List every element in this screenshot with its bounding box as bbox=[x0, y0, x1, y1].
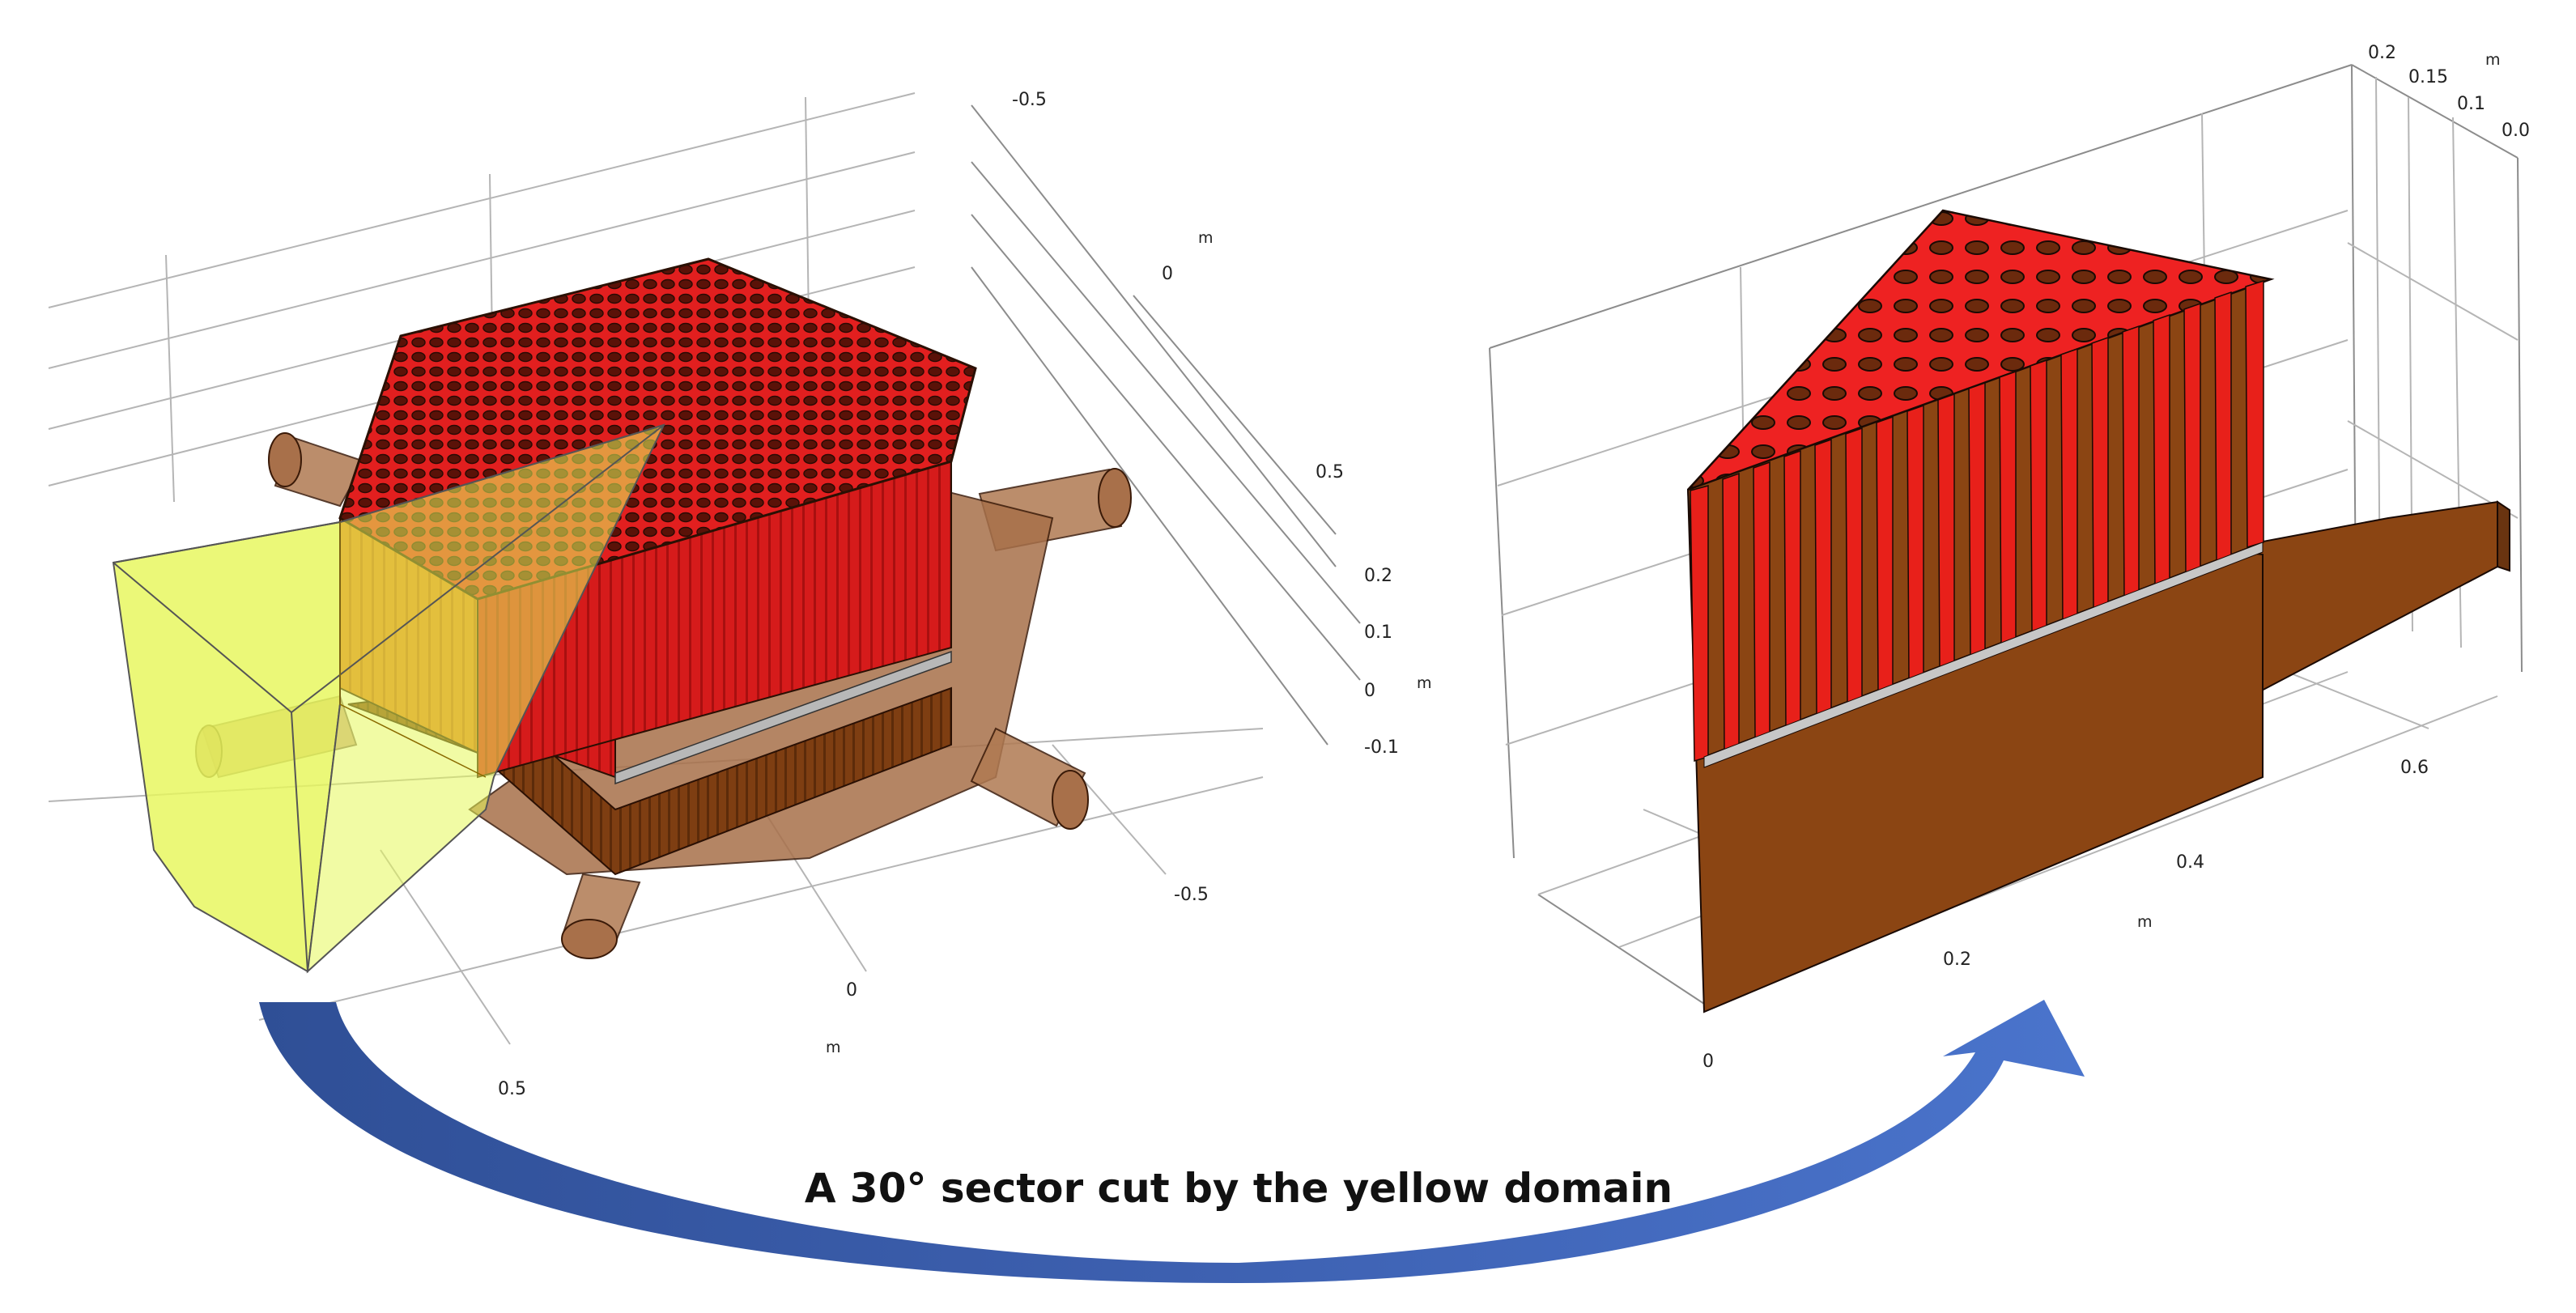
axis-unit: m bbox=[1198, 229, 1214, 247]
figure-caption: A 30° sector cut by the yellow domain bbox=[805, 1165, 1673, 1212]
tick-label: 0 bbox=[1364, 681, 1375, 701]
sector-body bbox=[1686, 209, 2275, 1013]
sector-arm bbox=[2258, 500, 2510, 694]
tick-label: 0.15 bbox=[2408, 67, 2448, 87]
yellow-domain bbox=[112, 423, 665, 974]
tick-label: -0.5 bbox=[1012, 90, 1047, 110]
right-panel: 0.2 0.15 0.1 0.0 m 0 0.2 0.4 0.6 m bbox=[1489, 43, 2530, 1072]
left-axis-labels: -0.5 0 0.5 m 0.2 0.1 0 -0.1 m 0.5 0 -0.5… bbox=[498, 90, 1432, 1099]
right-axis-labels: 0.2 0.15 0.1 0.0 m 0 0.2 0.4 0.6 m bbox=[1702, 43, 2530, 1072]
axis-unit: m bbox=[2137, 913, 2153, 931]
left-panel: -0.5 0 0.5 m 0.2 0.1 0 -0.1 m 0.5 0 -0.5… bbox=[48, 90, 1432, 1099]
tick-label: 0.0 bbox=[2502, 121, 2530, 141]
tick-label: 0.1 bbox=[2457, 94, 2485, 114]
tick-label: 0.2 bbox=[1943, 950, 1971, 970]
tick-label: 0.2 bbox=[1364, 566, 1392, 586]
tick-label: 0 bbox=[1702, 1052, 1714, 1072]
axis-unit: m bbox=[826, 1039, 841, 1056]
axis-unit: m bbox=[1417, 674, 1432, 692]
tick-label: 0.4 bbox=[2176, 852, 2204, 873]
tick-label: 0 bbox=[846, 980, 857, 1001]
tick-label: -0.1 bbox=[1364, 737, 1399, 758]
curved-arrow bbox=[259, 1000, 2085, 1283]
tick-label: 0.5 bbox=[1316, 462, 1344, 482]
tick-label: 0.2 bbox=[2368, 43, 2396, 63]
tick-label: 0.6 bbox=[2400, 758, 2429, 778]
tick-label: 0.5 bbox=[498, 1079, 526, 1099]
axis-unit: m bbox=[2485, 51, 2501, 69]
tick-label: 0.1 bbox=[1364, 623, 1392, 643]
tick-label: 0 bbox=[1162, 264, 1173, 284]
tick-label: -0.5 bbox=[1174, 885, 1209, 905]
